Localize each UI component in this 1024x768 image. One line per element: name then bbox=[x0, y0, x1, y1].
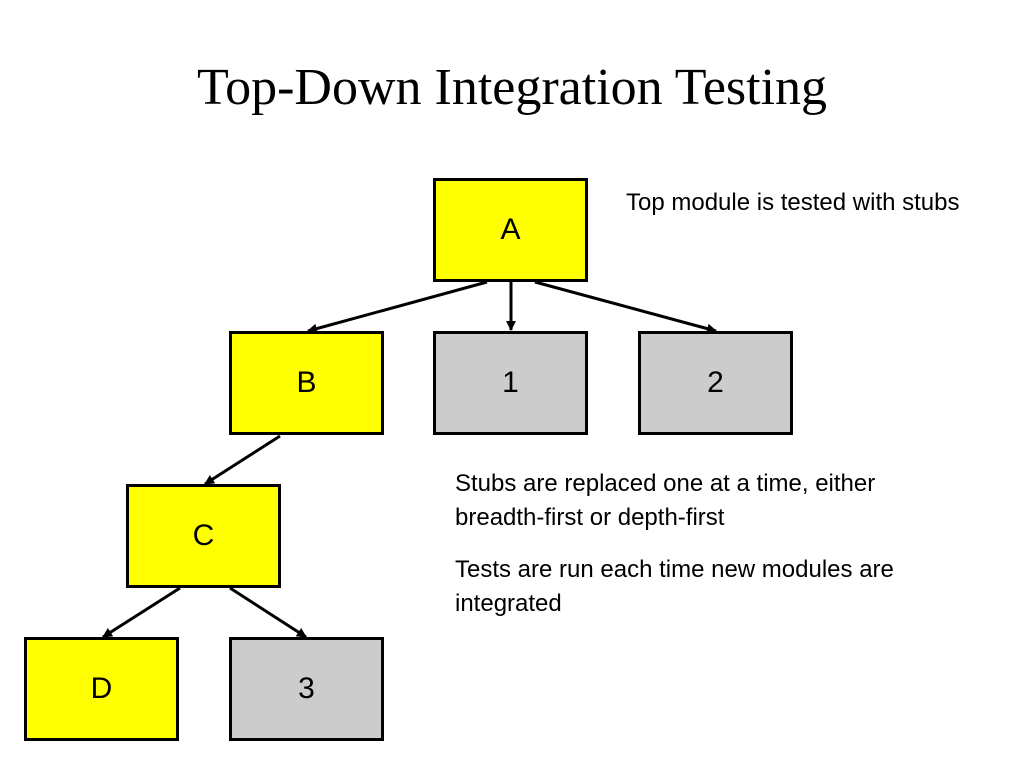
stub-2: 2 bbox=[638, 331, 793, 435]
edge-b-c bbox=[204, 434, 281, 486]
note-tests-run: Tests are run each time new modules are … bbox=[455, 556, 894, 617]
module-a: A bbox=[433, 178, 588, 282]
edge-a-2 bbox=[534, 280, 717, 334]
module-b: B bbox=[229, 331, 384, 435]
note-top-module: Top module is tested with stubs bbox=[626, 189, 960, 216]
module-c: C bbox=[126, 484, 281, 588]
note-stubs-replaced: Stubs are replaced one at a time, either… bbox=[455, 470, 876, 531]
module-d: D bbox=[24, 637, 179, 741]
stub-3: 3 bbox=[229, 637, 384, 741]
edge-a-b bbox=[307, 280, 488, 334]
stub-1: 1 bbox=[433, 331, 588, 435]
edge-c-d bbox=[102, 586, 181, 639]
edge-c-3 bbox=[229, 586, 307, 639]
slide-title: Top-Down Integration Testing bbox=[196, 59, 828, 116]
